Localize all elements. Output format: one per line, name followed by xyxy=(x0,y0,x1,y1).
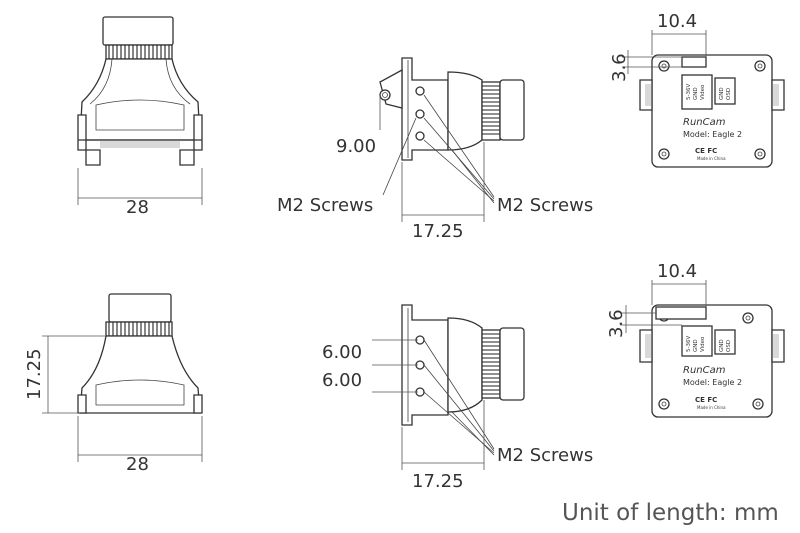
back-view-top: 5-36V GND Video GND OSD RunCam Model: Ea… xyxy=(609,11,785,168)
m2-screws-bottom-label: M2 Screws xyxy=(497,445,593,466)
back-top-width-label: 10.4 xyxy=(657,11,697,32)
made-in-text-bottom: Made in China xyxy=(697,405,726,410)
back-view-bottom: 5-36V GND Video GND OSD RunCam Model: Ea… xyxy=(606,261,785,418)
cert-text-bottom: CE FC xyxy=(695,396,717,404)
m2-screws-right-top-label: M2 Screws xyxy=(497,195,593,216)
side-bottom-spacing-1-label: 6.00 xyxy=(322,342,362,363)
side-view-top: 9.00 M2 Screws M2 Screws 17.25 xyxy=(277,57,593,242)
front-bottom-width-label: 28 xyxy=(126,454,149,475)
pin-left-1: 5-36V xyxy=(686,84,692,100)
unit-label: Unit of length: mm xyxy=(562,500,779,526)
pin-right-2-b: OSD xyxy=(726,340,732,352)
side-top-depth-label: 17.25 xyxy=(412,221,464,242)
front-top-width-label: 28 xyxy=(126,197,149,218)
pin-left-3: Video xyxy=(700,84,706,100)
model-text-bottom: Model: Eagle 2 xyxy=(683,378,742,387)
pin-left-2-b: GND xyxy=(693,339,699,352)
side-bottom-depth-label: 17.25 xyxy=(412,471,464,492)
back-bottom-width-label: 10.4 xyxy=(657,261,697,282)
back-top-height-label: 3.6 xyxy=(609,53,630,82)
brand-logo-bottom: RunCam xyxy=(683,365,726,376)
front-view-top: 28 xyxy=(77,16,203,218)
back-bottom-height-label: 3.6 xyxy=(606,309,627,338)
pin-right-2: OSD xyxy=(726,88,732,100)
made-in-text-top: Made in China xyxy=(697,156,726,161)
model-text-top: Model: Eagle 2 xyxy=(683,130,742,139)
side-view-bottom: 6.00 6.00 M2 Screws 17.25 xyxy=(322,304,593,492)
side-top-hole-spacing-label: 9.00 xyxy=(336,136,376,157)
m2-screws-left-top-label: M2 Screws xyxy=(277,195,373,216)
cert-text-top: CE FC xyxy=(695,147,717,155)
front-view-bottom: 17.25 28 xyxy=(24,293,203,475)
pin-left-3-b: Video xyxy=(700,336,706,352)
pin-left-2: GND xyxy=(693,87,699,100)
pin-right-1: GND xyxy=(719,87,725,100)
side-bottom-spacing-2-label: 6.00 xyxy=(322,370,362,391)
front-bottom-height-label: 17.25 xyxy=(24,348,45,400)
pin-left-1-b: 5-36V xyxy=(686,336,692,352)
brand-logo-top: RunCam xyxy=(683,117,726,128)
pin-right-1-b: GND xyxy=(719,339,725,352)
